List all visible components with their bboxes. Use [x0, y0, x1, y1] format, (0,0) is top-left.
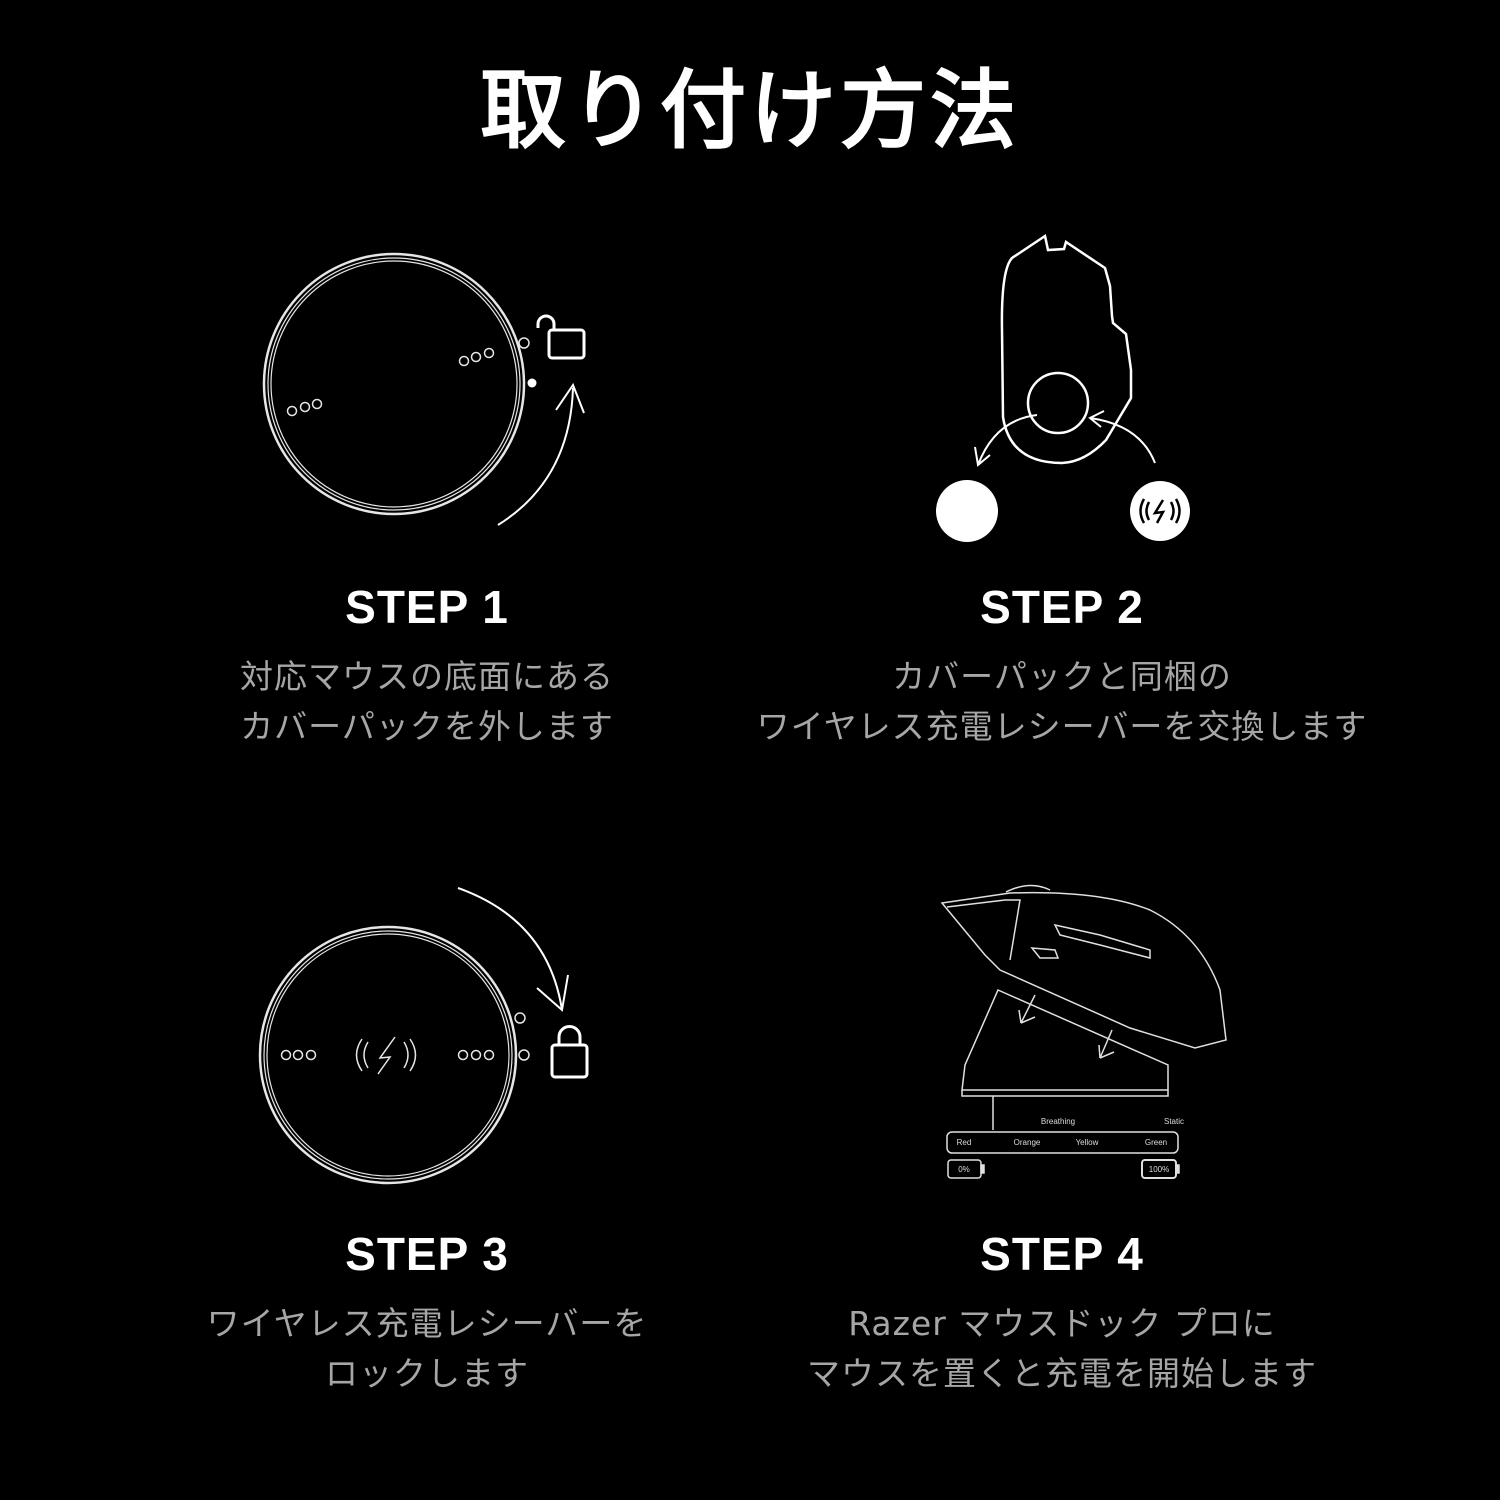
remove-arrow-icon	[977, 414, 1038, 466]
mouse-side-outline	[940, 891, 1227, 1049]
step-label: STEP 1	[345, 581, 509, 633]
dots-icon	[280, 1012, 530, 1061]
cover-pack-outer-ring	[262, 252, 526, 516]
color-green-label: Green	[1145, 1138, 1167, 1147]
step-4: STEP 4 Razer マウスドック プロに マウスを置くと充電を開始します	[687, 1227, 1437, 1399]
mode-static-label: Static	[1164, 1117, 1184, 1126]
desc-line: 対応マウスの底面にある	[240, 657, 614, 696]
mouse-bottom-outline	[1000, 233, 1133, 465]
step-description: カバーパックと同梱の ワイヤレス充電レシーバーを交換します	[687, 652, 1437, 752]
led-color-bar	[946, 1131, 1179, 1154]
receiver-slot	[1026, 371, 1090, 435]
cover-pack-icon	[936, 480, 998, 542]
step-description: Razer マウスドック プロに マウスを置くと充電を開始します	[687, 1299, 1437, 1399]
step-label: STEP 4	[980, 1228, 1144, 1280]
step-label: STEP 2	[980, 581, 1144, 633]
wireless-charge-icon	[355, 1036, 417, 1075]
down-arrow-icon	[1098, 1029, 1115, 1059]
desc-line: Razer マウスドック プロに	[848, 1304, 1276, 1343]
color-red-label: Red	[957, 1138, 972, 1147]
battery-low-label: 0%	[958, 1165, 970, 1174]
desc-line: ワイヤレス充電レシーバーを	[206, 1304, 648, 1343]
color-yellow-label: Yellow	[1076, 1138, 1099, 1147]
receiver-outer-ring	[258, 925, 518, 1185]
unlock-icon	[536, 314, 586, 360]
dots-icon	[286, 337, 530, 417]
color-orange-label: Orange	[1014, 1138, 1041, 1147]
step-3: STEP 3 ワイヤレス充電レシーバーを ロックします	[52, 1227, 802, 1399]
step-description: ワイヤレス充電レシーバーを ロックします	[52, 1299, 802, 1399]
dock-outline	[961, 989, 1169, 1091]
wireless-receiver-icon	[1130, 481, 1190, 541]
lock-icon	[550, 1025, 589, 1079]
desc-line: ロックします	[325, 1354, 529, 1393]
desc-line: カバーパックと同梱の	[892, 657, 1232, 696]
wireless-charge-icon	[1139, 498, 1181, 524]
mode-breathing-label: Breathing	[1041, 1117, 1075, 1126]
step-description: 対応マウスの底面にある カバーパックを外します	[52, 652, 802, 752]
desc-line: カバーパックを外します	[240, 707, 614, 746]
step-label: STEP 3	[345, 1228, 509, 1280]
down-arrow-icon	[1018, 994, 1036, 1024]
step-1: STEP 1 対応マウスの底面にある カバーパックを外します	[52, 580, 802, 752]
page-title: 取り付け方法	[480, 61, 1020, 161]
battery-full-label: 100%	[1149, 1165, 1169, 1174]
desc-line: ワイヤレス充電レシーバーを交換します	[756, 707, 1368, 746]
step-2: STEP 2 カバーパックと同梱の ワイヤレス充電レシーバーを交換します	[687, 580, 1437, 752]
desc-line: マウスを置くと充電を開始します	[807, 1354, 1317, 1393]
insert-arrow-icon	[1089, 417, 1156, 464]
rotate-arrow-icon	[497, 387, 574, 526]
rotate-arrow-icon	[457, 887, 563, 1011]
